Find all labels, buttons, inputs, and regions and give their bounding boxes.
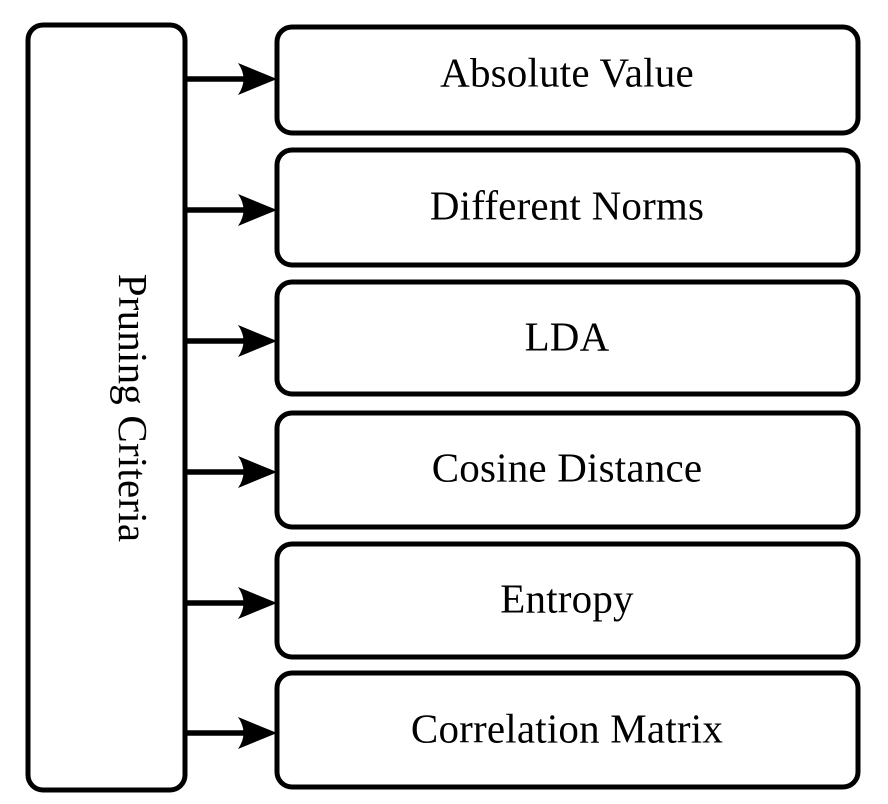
branch-box-3 [274, 279, 861, 397]
branch-box-1 [274, 24, 861, 136]
root-node-box [25, 22, 188, 793]
arrow-right-icon-4 [186, 456, 277, 488]
branch-node-entropy[interactable]: Entropy [274, 541, 861, 660]
arrow-right-icon-1 [186, 63, 277, 95]
branch-node-absolute-value[interactable]: Absolute Value [274, 24, 861, 136]
arrow-right-icon-6 [186, 717, 277, 749]
branch-node-different-norms[interactable]: Different Norms [274, 147, 861, 268]
arrow-right-icon-3 [186, 325, 277, 357]
arrow-right-icon-2 [186, 194, 277, 226]
branch-node-cosine-distance[interactable]: Cosine Distance [274, 410, 861, 530]
branch-box-5 [274, 541, 861, 660]
branch-box-6 [274, 670, 861, 790]
branch-label-5: Entropy [500, 575, 634, 621]
branch-node-correlation-matrix[interactable]: Correlation Matrix [274, 670, 861, 790]
branch-node-lda[interactable]: LDA [274, 279, 861, 397]
branch-label-4: Cosine Distance [432, 444, 703, 490]
branch-label-1: Absolute Value [440, 49, 694, 95]
arrow-right-icon-5 [186, 587, 277, 619]
root-node-label: Pruning Criteria [110, 274, 156, 543]
connector-arrows-group [186, 63, 277, 749]
branch-box-2 [274, 147, 861, 268]
root-node-pruning-criteria[interactable]: Pruning Criteria [25, 22, 188, 793]
branch-label-6: Correlation Matrix [411, 705, 723, 751]
branch-label-2: Different Norms [430, 182, 704, 228]
branch-box-4 [274, 410, 861, 530]
branch-label-3: LDA [525, 313, 610, 359]
